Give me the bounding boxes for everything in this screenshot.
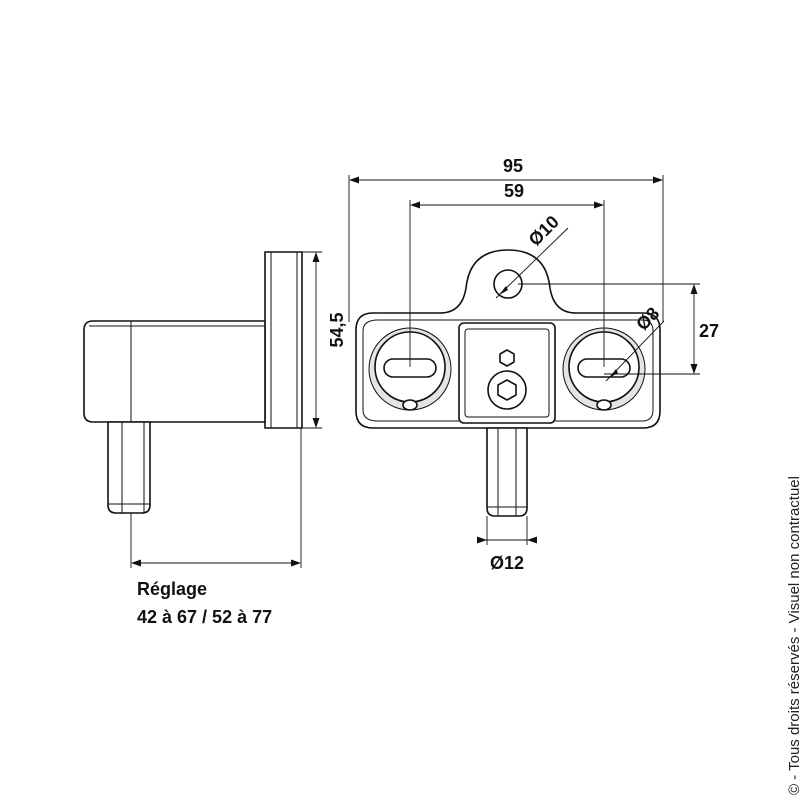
offset-height-label: 27 bbox=[699, 321, 719, 341]
copyright-notice: © - Tous droits réservés - Visuel non co… bbox=[786, 476, 800, 795]
pin-diameter-label: Ø12 bbox=[490, 553, 524, 573]
dimension-offset-height bbox=[518, 283, 700, 375]
adjustment-caption: Réglage 42 à 67 / 52 à 77 bbox=[137, 575, 272, 631]
dimension-adjustment bbox=[130, 428, 302, 568]
side-pin bbox=[107, 421, 151, 514]
frame-height-label: 54,5 bbox=[327, 312, 347, 347]
dimension-ear-bore bbox=[495, 227, 569, 299]
dimension-side-bore bbox=[605, 320, 665, 382]
ear-hole bbox=[493, 269, 523, 299]
caption-title: Réglage bbox=[137, 579, 208, 599]
dimension-hole-spacing bbox=[409, 200, 605, 367]
dimension-pin-diameter bbox=[477, 516, 537, 545]
front-view bbox=[355, 249, 661, 517]
side-view bbox=[83, 251, 303, 514]
overall-width-label: 95 bbox=[503, 156, 523, 176]
front-pin bbox=[486, 427, 528, 517]
hole-spacing-label: 59 bbox=[504, 181, 524, 201]
dimension-frame-height bbox=[302, 251, 322, 429]
small-screw-icon bbox=[499, 349, 515, 367]
dimension-overall-width bbox=[348, 175, 664, 322]
ear-bore-label: Ø10 bbox=[525, 212, 563, 250]
side-body bbox=[83, 320, 266, 423]
bolt-hex-icon bbox=[497, 379, 517, 401]
caption-range: 42 à 67 / 52 à 77 bbox=[137, 607, 273, 627]
